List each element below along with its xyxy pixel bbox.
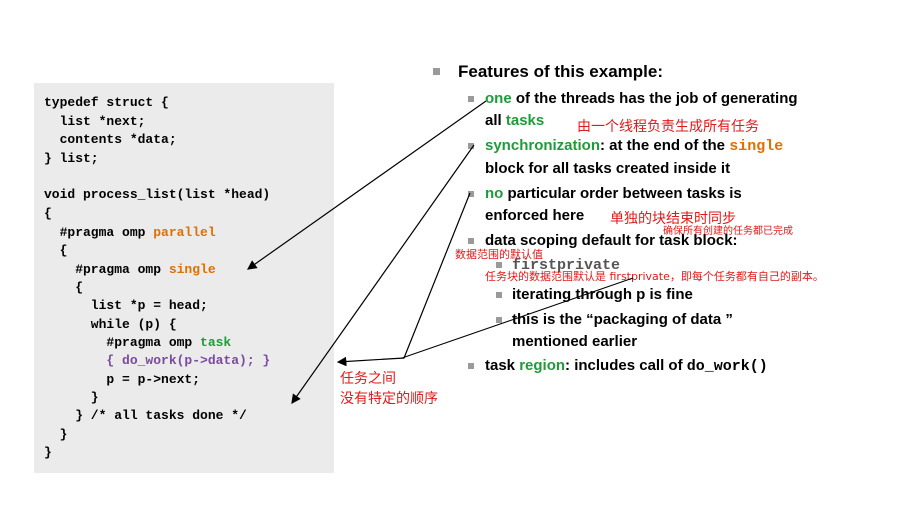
highlight-tasks: tasks	[505, 112, 545, 129]
bullet-3-text: particular order between tasks is	[503, 185, 742, 202]
sub-bullet-packaging-line-1: this is the “packaging of data ”	[512, 311, 733, 328]
code-line-15: { do_work(p->data); }	[44, 353, 271, 368]
code-line-9: {	[44, 243, 68, 258]
bullet-1-text-2: all	[485, 112, 506, 129]
sub-bullet-packaging-line-2: mentioned earlier	[512, 333, 638, 350]
bullet-2-line-1: synchronization: at the end of the singl…	[485, 137, 783, 155]
bullet-1-line-2: all tasks	[485, 112, 544, 129]
bullet-icon	[468, 191, 474, 197]
code-do-work: do_work()	[686, 358, 768, 375]
title-bullet-icon	[433, 68, 440, 75]
highlight-synchronization: synchronization	[485, 137, 601, 154]
annotation-firstprivate: 任务块的数据范围默认是 firstprivate，即每个任务都有自己的副本。	[485, 270, 824, 283]
bullet-1-line-1: one of the threads has the job of genera…	[485, 90, 798, 107]
slide-title: Features of this example:	[458, 62, 664, 81]
highlight-no: no	[485, 185, 504, 202]
code-line-14: #pragma omp task	[44, 335, 231, 350]
sub-bullet-icon	[496, 262, 502, 268]
highlight-single: single	[729, 138, 784, 155]
annotation-one-thread: 由一个线程负责生成所有任务	[577, 119, 759, 135]
code-keyword-parallel: parallel	[153, 225, 216, 240]
annotation-no-order-line-1: 任务之间	[340, 371, 396, 387]
code-line-3: contents *data;	[44, 132, 177, 147]
bullet-4-line-1: data scoping default for task block:	[485, 232, 738, 249]
code-line-13: while (p) {	[44, 317, 177, 332]
code-line-19: }	[44, 427, 68, 442]
arrow-sync-to-end	[291, 144, 475, 404]
annotation-data-scope: 数据范围的默认值	[455, 248, 543, 261]
code-line-7: {	[44, 206, 52, 221]
code-line-17: }	[44, 390, 99, 405]
code-line-10: #pragma omp single	[44, 262, 216, 277]
bullet-icon	[468, 143, 474, 149]
code-panel: typedef struct { list *next; contents *d…	[34, 83, 334, 473]
bullet-3-line-1: no particular order between tasks is	[485, 185, 742, 202]
code-line-18: } /* all tasks done */	[44, 408, 247, 423]
bullet-2-text: : at the end of the	[600, 137, 730, 154]
code-line-4: } list;	[44, 151, 99, 166]
annotation-sync: 单独的块结束时同步	[610, 211, 736, 227]
sub-bullet-icon	[496, 317, 502, 323]
code-text: #pragma omp	[44, 335, 201, 350]
code-line-8: #pragma omp parallel	[44, 225, 216, 240]
sub-bullet-iterating: iterating through p is fine	[512, 286, 693, 303]
code-line-1: typedef struct {	[44, 95, 169, 110]
bullet-icon	[468, 363, 474, 369]
bullet-3-line-2: enforced here	[485, 207, 585, 224]
bullet-1-text: of the threads has the job of generating	[511, 90, 798, 107]
annotation-ensure-complete: 确保所有创建的任务都已完成	[663, 226, 793, 237]
arrow-one-to-single	[247, 100, 487, 270]
code-line-20: }	[44, 445, 52, 460]
code-line-6: void process_list(list *head)	[44, 187, 271, 202]
bullet-5-line-1: task region: includes call of do_work()	[485, 357, 768, 375]
sub-bullet-icon	[496, 292, 502, 298]
code-keyword-task: task	[200, 335, 232, 350]
code-line-2: list *next;	[44, 114, 146, 129]
highlight-region: region	[519, 357, 566, 374]
bullet-icon	[468, 238, 474, 244]
bullet-5-text: task	[485, 357, 520, 374]
code-line-11: {	[44, 280, 84, 295]
code-keyword-single: single	[168, 262, 216, 277]
arrow-no-order	[336, 192, 471, 367]
bullet-5-text-2: : includes call of	[565, 357, 687, 374]
code-text: #pragma omp	[44, 225, 154, 240]
code-line-12: list *p = head;	[44, 298, 208, 313]
highlight-one: one	[485, 90, 512, 107]
bullet-icon	[468, 96, 474, 102]
annotation-no-order-line-2: 没有特定的顺序	[340, 391, 438, 407]
code-text: #pragma omp	[44, 262, 169, 277]
connector-line	[401, 277, 634, 359]
code-line-16: p = p->next;	[44, 372, 201, 387]
sub-bullet-firstprivate: firstprivate	[512, 257, 621, 274]
bullet-2-line-2: block for all tasks created inside it	[485, 160, 731, 177]
